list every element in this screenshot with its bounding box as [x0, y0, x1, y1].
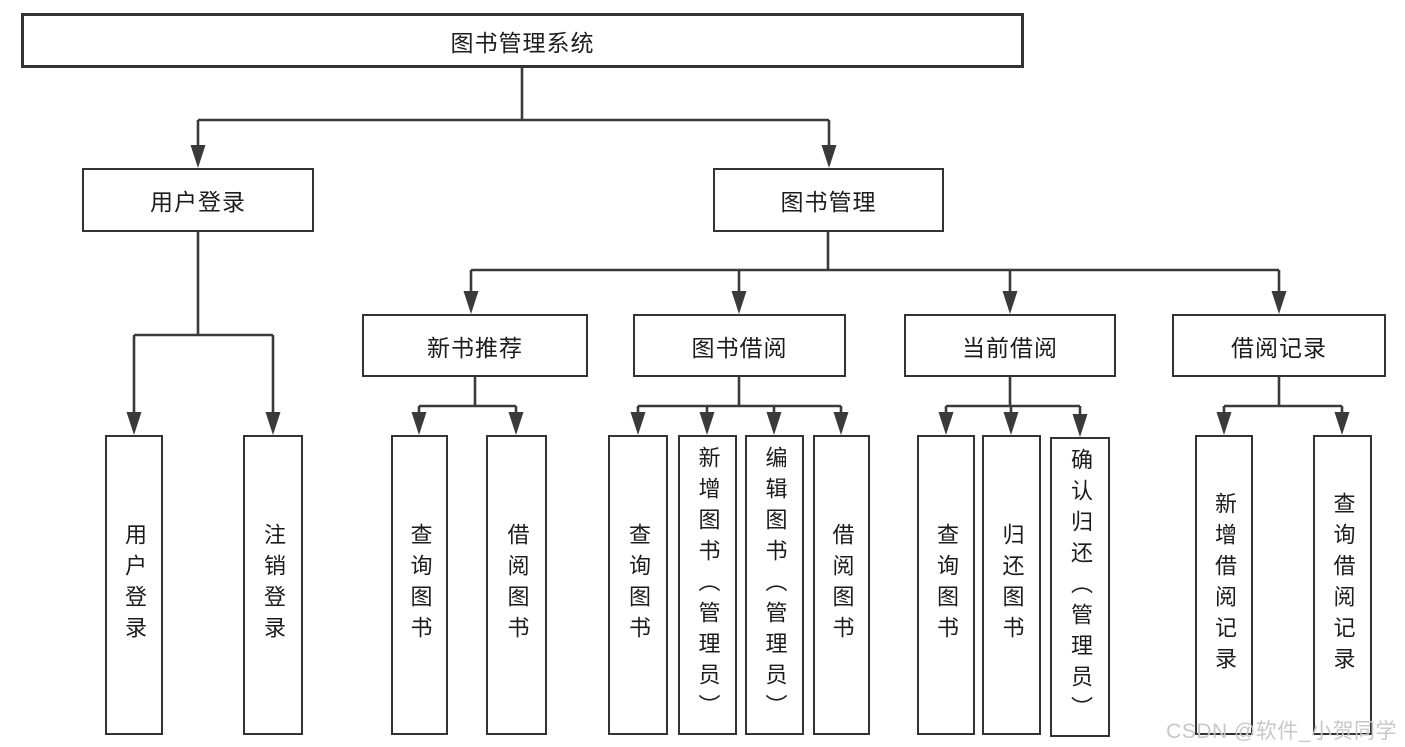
arrowhead [508, 412, 524, 435]
node-label: 借阅图书 [829, 523, 855, 647]
leaf-query-books-current: 查询图书 [917, 435, 975, 735]
arrowhead [265, 412, 281, 435]
leaf-query-borrow-record: 查询借阅记录 [1313, 435, 1372, 735]
arrowhead [1003, 412, 1019, 435]
node-borrow-records: 借阅记录 [1172, 314, 1386, 377]
node-library-management-system: 图书管理系统 [21, 13, 1024, 68]
node-label: 注销登录 [261, 523, 286, 647]
connector-book-management [469, 232, 1281, 310]
node-book-management: 图书管理 [713, 168, 944, 232]
node-label: 借阅图书 [504, 523, 530, 647]
node-label: 查询图书 [407, 523, 433, 647]
node-label: 当前借阅 [962, 334, 1058, 361]
node-label: 查询图书 [934, 523, 959, 647]
node-label: 归还图书 [999, 523, 1025, 647]
connector-root-to-level2 [196, 68, 831, 164]
leaf-add-borrow-record: 新增借阅记录 [1195, 435, 1253, 735]
node-label: 图书借阅 [691, 334, 788, 361]
leaf-query-books-recommend: 查询图书 [391, 435, 448, 735]
arrowhead [1072, 414, 1088, 437]
leaf-borrow-books: 借阅图书 [813, 435, 870, 735]
arrowhead [190, 145, 206, 168]
arrowhead [833, 412, 849, 435]
arrowhead [1216, 412, 1232, 435]
node-label: 新增借阅记录 [1212, 492, 1237, 678]
arrowhead [766, 412, 782, 435]
arrowhead [630, 412, 646, 435]
node-label: 图书管理系统 [450, 29, 595, 56]
node-label: 图书管理 [780, 189, 877, 215]
node-label: 新增图书（管理员） [695, 445, 721, 725]
node-current-borrow: 当前借阅 [904, 314, 1116, 377]
connector-current-borrow [944, 377, 1082, 431]
node-book-borrow: 图书借阅 [633, 314, 846, 377]
node-label: 用户登录 [150, 189, 246, 215]
arrowhead [1271, 291, 1287, 314]
arrowhead [938, 412, 954, 435]
leaf-return-books: 归还图书 [982, 435, 1041, 735]
node-label: 用户登录 [122, 523, 147, 647]
node-label: 编辑图书（管理员） [762, 445, 788, 725]
leaf-user-login: 用户登录 [105, 435, 163, 735]
arrowhead [411, 412, 427, 435]
leaf-edit-books-admin: 编辑图书（管理员） [745, 435, 804, 735]
node-new-book-recommend: 新书推荐 [362, 314, 588, 377]
node-label: 借阅记录 [1231, 334, 1327, 361]
node-label: 查询借阅记录 [1330, 492, 1356, 678]
arrowhead [1002, 291, 1018, 314]
arrowhead [1334, 412, 1350, 435]
arrowhead [699, 412, 715, 435]
arrowhead [126, 412, 142, 435]
leaf-query-books-borrow: 查询图书 [608, 435, 668, 735]
connector-borrow-records [1222, 377, 1344, 431]
node-label: 新书推荐 [427, 334, 523, 361]
arrowhead [463, 291, 479, 314]
node-label: 确认归还（管理员） [1068, 447, 1093, 727]
connector-user-login [132, 232, 275, 431]
connector-new-book [417, 377, 518, 431]
arrowhead [821, 145, 837, 168]
leaf-confirm-return-admin: 确认归还（管理员） [1050, 437, 1110, 737]
csdn-watermark: CSDN @软件_小贺同学 [1166, 720, 1397, 743]
leaf-add-books-admin: 新增图书（管理员） [678, 435, 737, 735]
node-label: 查询图书 [626, 523, 651, 647]
connector-book-borrow [636, 377, 843, 431]
arrowhead [731, 291, 747, 314]
node-user-login: 用户登录 [82, 168, 314, 232]
leaf-logout: 注销登录 [243, 435, 303, 735]
leaf-borrow-books-recommend: 借阅图书 [486, 435, 547, 735]
